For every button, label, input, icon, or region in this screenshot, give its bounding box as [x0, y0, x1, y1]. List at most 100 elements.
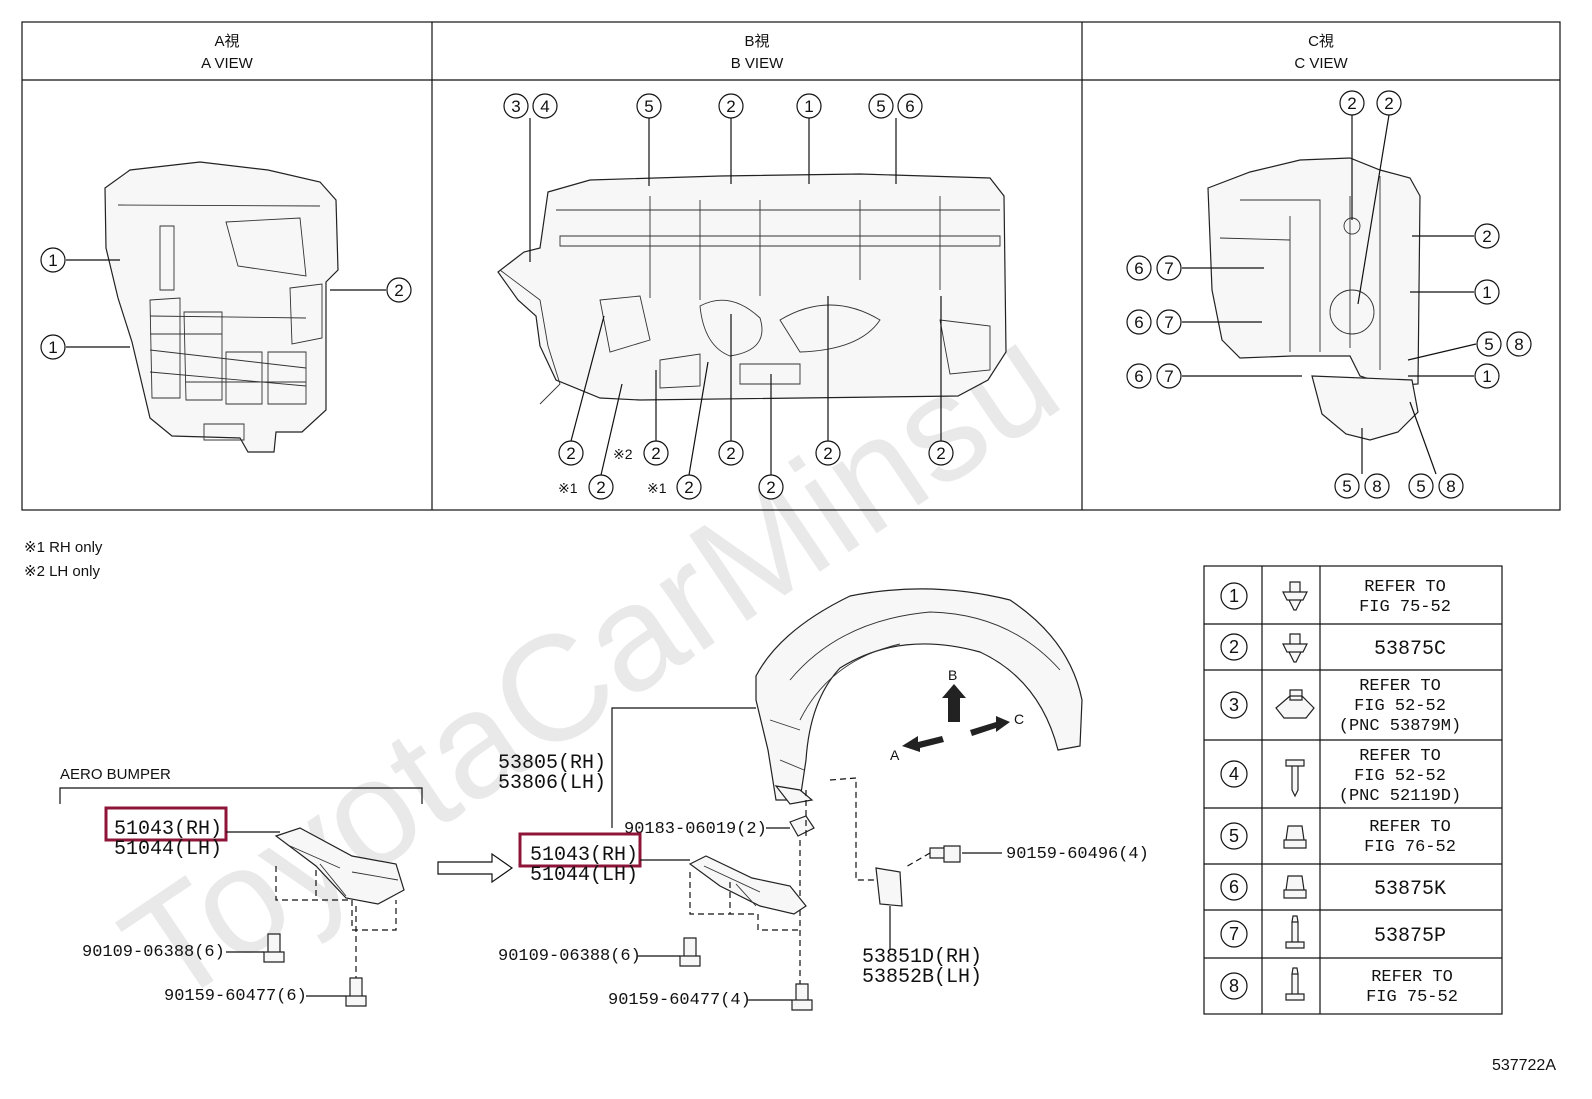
- callout-number: 4: [540, 97, 549, 116]
- legend-text: 53875K: [1374, 878, 1446, 901]
- callout-number: 3: [511, 97, 520, 116]
- view-c-callouts: 2 2 2 1 5 8 1 6 7 6 7 6 7 5 8: [1126, 90, 1532, 499]
- arrow-b-label: B: [948, 667, 957, 683]
- part-53805-rh[interactable]: 53805(RH): [498, 752, 606, 775]
- part-51043-rh-middle[interactable]: 51043(RH): [530, 844, 638, 867]
- legend-text: FIG 75-52: [1359, 598, 1451, 617]
- bolt-icon: [679, 937, 701, 967]
- legend-number: 7: [1229, 924, 1239, 944]
- legend-text: REFER TO: [1359, 677, 1441, 696]
- callout-number: 5: [1416, 477, 1425, 496]
- screw-icon: [1285, 759, 1305, 798]
- part-bolt-90159-left[interactable]: 90159-60477(6): [164, 987, 307, 1006]
- legend-text: (PNC 53879M): [1339, 717, 1461, 736]
- legend-number: 4: [1229, 764, 1239, 784]
- callout-circle: [40, 334, 66, 360]
- callout-number: 8: [1372, 477, 1381, 496]
- part-screw-90159-60496[interactable]: 90159-60496(4): [1006, 845, 1149, 864]
- callout-circle: [386, 277, 412, 303]
- view-panels: A視 A VIEW B視 B VIEW C視 C VIEW: [21, 21, 1561, 511]
- mudguard-part: [875, 867, 903, 907]
- view-c-title-jp: C視: [1308, 33, 1334, 50]
- callout-number: 2: [936, 444, 945, 463]
- fender-liner-assembly: 53805(RH) 53806(LH) 90183-06019(2) 53851…: [498, 588, 1149, 990]
- legend-row: 7 53875P: [1220, 915, 1446, 949]
- highlight-box-middle: [518, 832, 642, 868]
- callout-number: 1: [1482, 283, 1491, 302]
- legend-row: 1 REFER TO FIG 75-52: [1220, 578, 1451, 617]
- part-53852b-lh[interactable]: 53852B(LH): [862, 966, 982, 989]
- nut-clip-icon: [1275, 689, 1315, 719]
- part-bolt-90109-middle[interactable]: 90109-06388(6): [498, 947, 641, 966]
- view-a-drawing: [104, 161, 339, 453]
- callout-number: 2: [823, 444, 832, 463]
- callout-number: 2: [766, 478, 775, 497]
- screw-icon: [1285, 915, 1305, 949]
- callout-number: 2: [726, 97, 735, 116]
- callout-number: 2: [1482, 227, 1491, 246]
- view-c-drawing: [1207, 157, 1421, 441]
- legend-row: 4 REFER TO FIG 52-52 (PNC 52119D): [1220, 747, 1461, 806]
- bolt-icon: [345, 977, 367, 1007]
- legend-number: 1: [1229, 586, 1239, 606]
- arrow-a-label: A: [890, 747, 900, 763]
- clip-nut-icon: [789, 815, 815, 837]
- part-bolt-90109-left[interactable]: 90109-06388(6): [82, 943, 225, 962]
- legend-row: 6 53875K: [1220, 873, 1446, 901]
- clip-icon: [1283, 825, 1307, 849]
- legend-number: 5: [1229, 826, 1239, 846]
- callout-number: 5: [644, 97, 653, 116]
- part-53851d-rh[interactable]: 53851D(RH): [862, 946, 982, 969]
- callout-number: 2: [566, 444, 575, 463]
- callout-number: 8: [1514, 335, 1523, 354]
- callout-circle: [40, 247, 66, 273]
- callout-number: 2: [1384, 94, 1393, 113]
- view-b-title: B VIEW: [731, 55, 784, 72]
- view-a-title-jp: A視: [214, 33, 239, 50]
- legend-text: 53875C: [1374, 638, 1446, 661]
- callout-number: 6: [1134, 259, 1143, 278]
- callout-number: 5: [1342, 477, 1351, 496]
- bolt-icon: [263, 933, 285, 963]
- leader-fender: [611, 707, 756, 828]
- part-51044-lh-middle[interactable]: 51044(LH): [530, 864, 638, 887]
- arrow-c-label: C: [1014, 711, 1024, 727]
- callout-prefix: ※1: [558, 480, 578, 496]
- legend-text: REFER TO: [1371, 968, 1453, 987]
- callout-number: 7: [1164, 367, 1173, 386]
- view-b-drawing: [497, 173, 1007, 405]
- legend-text: REFER TO: [1364, 578, 1446, 597]
- legend-text: 53875P: [1374, 925, 1446, 948]
- view-b-title-jp: B視: [744, 33, 769, 50]
- part-clip-90183[interactable]: 90183-06019(2): [624, 820, 767, 839]
- note-lh-only: ※2 LH only: [24, 563, 100, 580]
- part-bolt-90159-middle[interactable]: 90159-60477(4): [608, 991, 751, 1010]
- view-a-title: A VIEW: [201, 55, 254, 72]
- fastener-legend-table: 1 REFER TO FIG 75-52 2 53875C 3 REFER TO…: [1203, 565, 1503, 1015]
- callout-number: 1: [48, 251, 57, 270]
- bolt-icon: [791, 983, 813, 1011]
- highlight-box-left: [104, 806, 228, 842]
- callout-prefix: ※2: [613, 446, 633, 462]
- part-51043-rh-left[interactable]: 51043(RH): [114, 818, 222, 841]
- callout-number: 5: [1484, 335, 1493, 354]
- part-53806-lh[interactable]: 53806(LH): [498, 772, 606, 795]
- view-b-callouts: 3 4 5 2 1 5 6 2 ※2 2 2 2 2 ※1: [503, 93, 954, 500]
- part-51044-lh-left[interactable]: 51044(LH): [114, 838, 222, 861]
- callout-number: 2: [1347, 94, 1356, 113]
- callout-number: 7: [1164, 313, 1173, 332]
- legend-row: 5 REFER TO FIG 76-52: [1220, 818, 1456, 857]
- view-frame: [21, 21, 1561, 511]
- legend-number: 2: [1229, 637, 1239, 657]
- callout-number: 6: [1134, 367, 1143, 386]
- legend-row: 8 REFER TO FIG 75-52: [1220, 967, 1458, 1007]
- legend-number: 6: [1229, 877, 1239, 897]
- fender-liner-part: [755, 588, 1083, 801]
- push-clip-icon: [1282, 581, 1308, 611]
- callout-number: 7: [1164, 259, 1173, 278]
- callout-number: 2: [394, 281, 403, 300]
- screw-icon: [1285, 967, 1305, 1001]
- legend-text: REFER TO: [1359, 747, 1441, 766]
- push-clip-icon: [1282, 633, 1308, 663]
- callout-number: 2: [684, 478, 693, 497]
